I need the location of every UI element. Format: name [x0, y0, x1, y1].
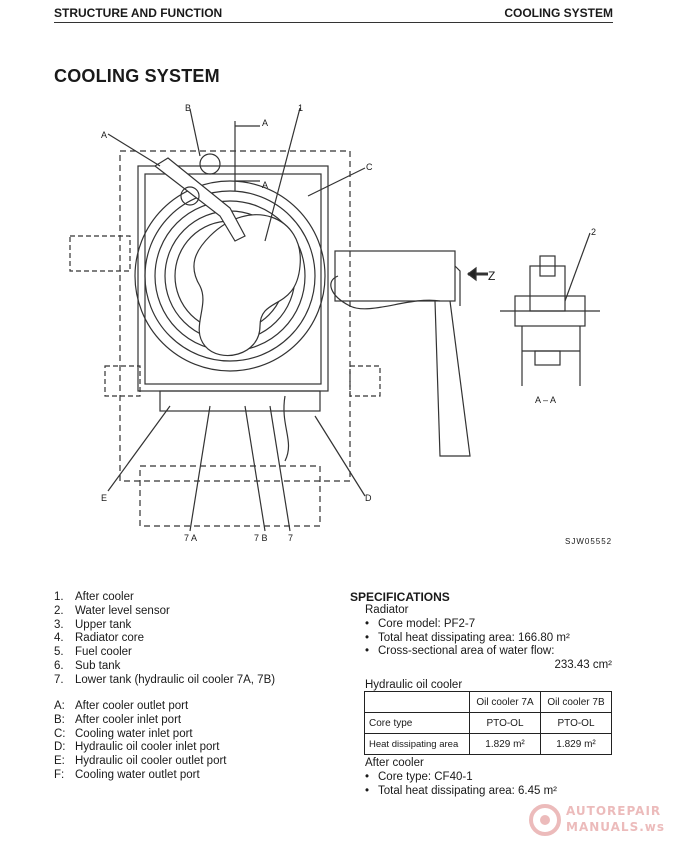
watermark-line2: MANUALS.ws: [566, 820, 666, 834]
watermark-line1: AUTOREPAIR: [566, 804, 662, 818]
table-row: Core type PTO-OL PTO-OL: [364, 712, 612, 734]
section-aa-label: A – A: [535, 395, 557, 405]
after-cooler-pipe: [153, 157, 246, 242]
table-cell: 1.829 m²: [540, 733, 612, 755]
callout-7: 7: [288, 533, 294, 543]
table-header-7a: Oil cooler 7A: [469, 691, 541, 713]
oil-cooler-box: [334, 250, 456, 302]
lower-tank: [159, 390, 321, 412]
table-cell: Core type: [364, 712, 470, 734]
callout-c: C: [366, 162, 373, 172]
after-cooler-section: After cooler •Core type: CF40-1 •Total h…: [350, 757, 620, 798]
radiator-heat-area: •Total heat dissipating area: 166.80 m²: [365, 631, 570, 644]
callout-z: Z: [488, 269, 496, 283]
after-cooler-heat-area: •Total heat dissipating area: 6.45 m²: [365, 784, 557, 797]
radiator-core-model: •Core model: PF2-7: [365, 617, 476, 630]
after-cooler-core-type: •Core type: CF40-1: [365, 770, 473, 783]
list-item: 7.Lower tank (hydraulic oil cooler 7A, 7…: [54, 673, 276, 686]
list-item: A:After cooler outlet port: [54, 700, 189, 712]
watermark: AUTOREPAIR MANUALS.ws: [528, 800, 668, 840]
list-item: 2.Water level sensor: [54, 604, 170, 617]
ladder-side: [434, 300, 471, 457]
specifications-section: SPECIFICATIONS Radiator •Core model: PF2…: [350, 590, 620, 693]
list-item: 6.Sub tank: [54, 659, 121, 672]
table-cell: PTO-OL: [469, 712, 541, 734]
ports-list: A:After cooler outlet port B:After coole…: [54, 700, 227, 783]
table-cell: PTO-OL: [540, 712, 612, 734]
list-item: E:Hydraulic oil cooler outlet port: [54, 755, 227, 768]
watermark-logo-icon: [529, 804, 561, 836]
section-cut-line: [234, 121, 260, 191]
callout-7a: 7 A: [184, 533, 198, 543]
callout-e: E: [101, 493, 108, 503]
drawing-code: SJW05552: [565, 537, 613, 546]
specifications-title: SPECIFICATIONS: [350, 590, 450, 604]
radiator-cross-section: •Cross-sectional area of water flow:: [365, 645, 555, 658]
list-item: 4.Radiator core: [54, 632, 145, 645]
header-section-title: STRUCTURE AND FUNCTION: [54, 6, 223, 20]
callout-section-a-top: A: [262, 118, 269, 128]
lower-frame-outline: [139, 465, 321, 527]
after-cooler-label: After cooler: [365, 757, 424, 769]
list-item: 1.After cooler: [54, 591, 134, 603]
callout-a: A: [101, 130, 108, 140]
list-item: D:Hydraulic oil cooler inlet port: [54, 741, 220, 754]
table-row: Oil cooler 7A Oil cooler 7B: [364, 691, 612, 713]
list-item: 3.Upper tank: [54, 618, 132, 631]
table-row: Heat dissipating area 1.829 m² 1.829 m²: [364, 733, 612, 755]
page-title: COOLING SYSTEM: [54, 66, 220, 86]
callout-section-a-mid: A: [262, 180, 269, 190]
callout-1: 1: [298, 103, 304, 113]
table-header-7b: Oil cooler 7B: [540, 691, 612, 713]
hydraulic-cooler-label: Hydraulic oil cooler: [365, 678, 463, 691]
callout-7b: 7 B: [254, 533, 268, 543]
header-divider: [54, 22, 613, 23]
header-chapter-title: COOLING SYSTEM: [504, 6, 613, 20]
radiator-label: Radiator: [365, 604, 409, 616]
radiator-cross-section-value: 233.43 cm²: [554, 659, 612, 672]
left-bracket: [69, 235, 131, 272]
shroud-cutout: [193, 214, 301, 356]
cooling-system-diagram: [60, 96, 620, 566]
callout-b: B: [185, 103, 192, 113]
oil-cooler-table: Oil cooler 7A Oil cooler 7B Core type PT…: [364, 691, 612, 755]
table-cell: Heat dissipating area: [364, 733, 470, 755]
table-cell: 1.829 m²: [469, 733, 541, 755]
list-item: B:After cooler inlet port: [54, 713, 182, 726]
list-item: C:Cooling water inlet port: [54, 727, 193, 740]
list-item: F:Cooling water outlet port: [54, 768, 200, 781]
callout-d: D: [365, 493, 372, 503]
section-aa-detail: [500, 255, 600, 386]
callout-2: 2: [591, 227, 597, 237]
diagram-drawing: [69, 107, 600, 532]
parts-list: 1.After cooler 2.Water level sensor 3.Up…: [54, 591, 275, 688]
list-item: 5.Fuel cooler: [54, 646, 132, 659]
